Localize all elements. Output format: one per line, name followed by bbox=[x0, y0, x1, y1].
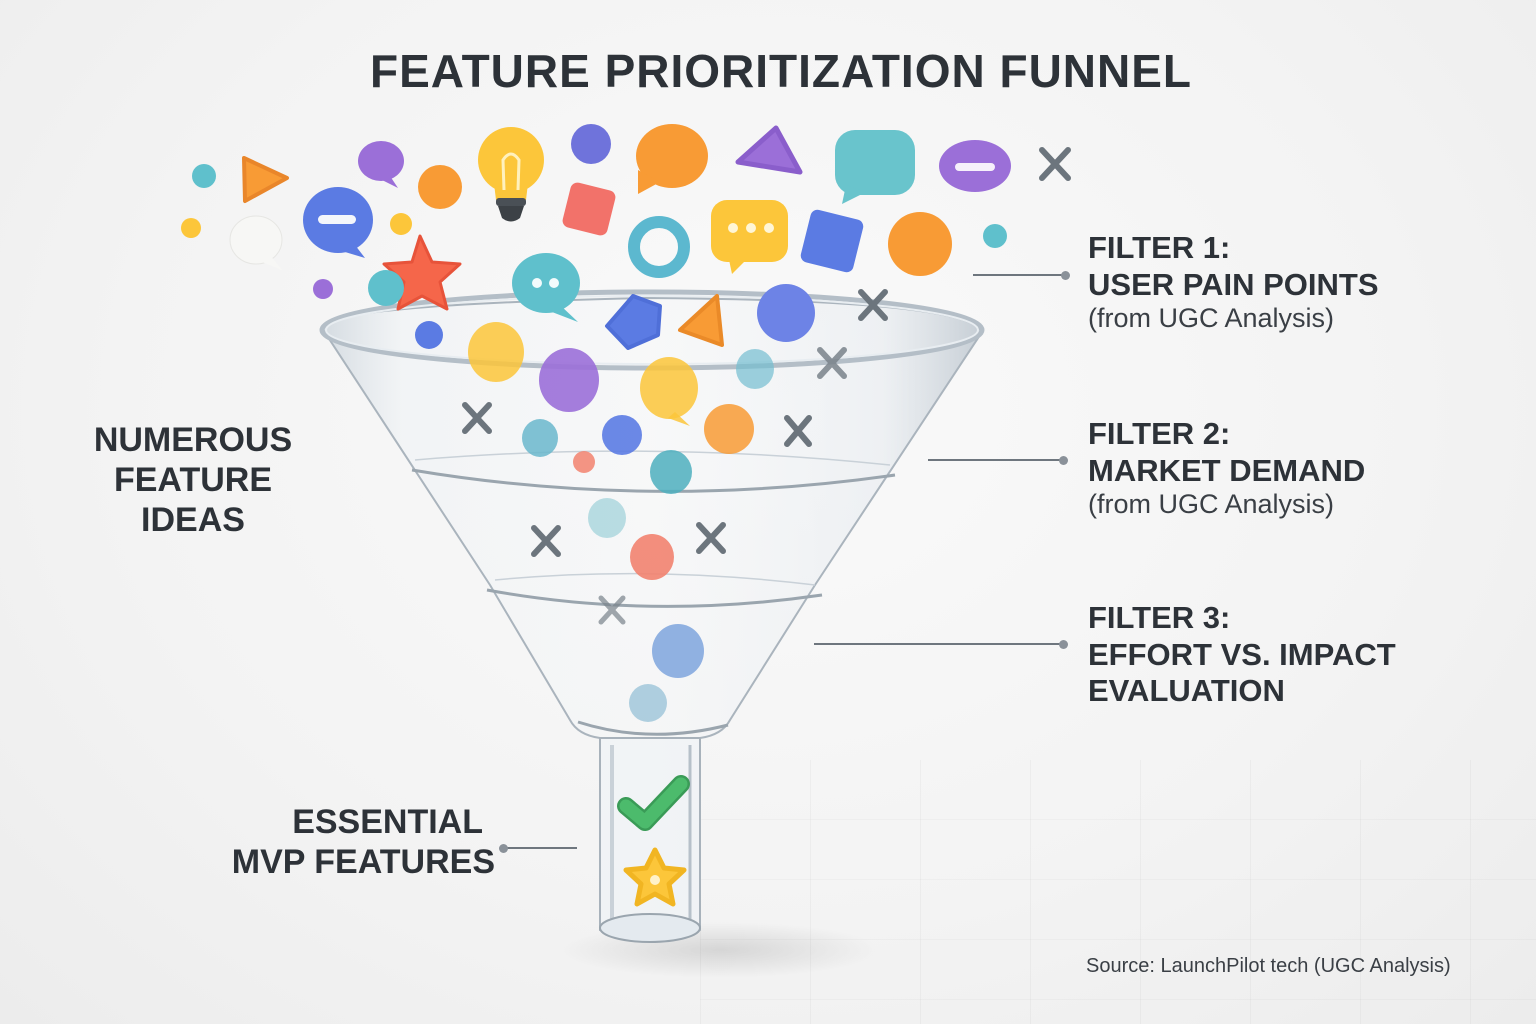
reject-x-icon bbox=[817, 347, 847, 379]
ring-icon bbox=[628, 216, 690, 278]
circle-icon bbox=[983, 224, 1007, 248]
checkmark-icon bbox=[617, 775, 690, 831]
circle-icon bbox=[522, 419, 558, 457]
circle-icon bbox=[468, 322, 524, 382]
circle-icon bbox=[390, 213, 412, 235]
filter-name: EFFORT VS. IMPACT bbox=[1088, 636, 1396, 672]
label-line: MVP FEATURES bbox=[231, 843, 495, 882]
connector-dot bbox=[1059, 639, 1068, 649]
speech-bubble-icon bbox=[636, 124, 708, 194]
connector-filter-3 bbox=[814, 639, 1068, 649]
reject-x-icon bbox=[696, 522, 726, 554]
filtered-shapes bbox=[415, 321, 847, 722]
filter-note: (from UGC Analysis) bbox=[1088, 489, 1335, 520]
circle-icon bbox=[313, 279, 333, 299]
reject-x-icon bbox=[598, 595, 626, 625]
circle-icon bbox=[736, 349, 774, 389]
label-line: ESSENTIAL bbox=[292, 803, 483, 841]
speech-bubble-icon bbox=[358, 141, 404, 188]
reject-x-icon bbox=[784, 415, 812, 447]
source-caption: Source: LaunchPilot tech (UGC Analysis) bbox=[1086, 955, 1451, 977]
label-numerous-feature-ideas: NUMEROUS FEATURE IDEAS bbox=[58, 420, 328, 540]
circle-icon bbox=[181, 218, 201, 238]
circle-icon bbox=[650, 450, 692, 494]
label-essential-mvp-features: ESSENTIAL MVP FEATURES bbox=[210, 802, 495, 882]
circle-icon bbox=[629, 684, 667, 722]
filter-3-label: FILTER 3: EFFORT VS. IMPACT EVALUATION bbox=[1088, 600, 1396, 710]
circle-icon bbox=[602, 415, 642, 455]
filter-heading: FILTER 1: bbox=[1088, 230, 1231, 265]
filter-heading: FILTER 3: bbox=[1088, 600, 1231, 635]
filter-name: EVALUATION bbox=[1088, 673, 1285, 709]
lightbulb-icon bbox=[478, 127, 544, 222]
speech-bubble-icon bbox=[939, 140, 1011, 192]
label-line: NUMEROUS bbox=[93, 421, 293, 459]
connector-dot bbox=[499, 843, 508, 853]
filter-1-label: FILTER 1: USER PAIN POINTS (from UGC Ana… bbox=[1088, 230, 1379, 335]
speech-bubble-icon bbox=[640, 357, 698, 426]
filter-name: MARKET DEMAND bbox=[1088, 452, 1366, 488]
square-icon bbox=[800, 209, 864, 273]
triangle-icon bbox=[678, 294, 724, 347]
triangle-icon bbox=[242, 156, 289, 203]
speech-bubble-icon bbox=[303, 187, 373, 258]
filter-note: (from UGC Analysis) bbox=[1088, 303, 1335, 334]
triangle-icon bbox=[735, 125, 803, 175]
circle-icon bbox=[571, 124, 611, 164]
reject-x-icon bbox=[462, 402, 492, 434]
circle-icon bbox=[630, 534, 674, 580]
reject-x-icon bbox=[858, 289, 888, 321]
reject-x-icon bbox=[531, 525, 561, 557]
connector-mvp bbox=[499, 843, 577, 853]
page-title: FEATURE PRIORITIZATION FUNNEL bbox=[369, 45, 1193, 97]
star-badge-icon bbox=[623, 847, 687, 907]
circle-icon bbox=[539, 348, 599, 412]
connector-dot bbox=[1059, 455, 1068, 465]
filter-heading: FILTER 2: bbox=[1088, 416, 1231, 451]
square-icon bbox=[562, 182, 616, 236]
circle-icon bbox=[418, 165, 462, 209]
circle-icon bbox=[192, 164, 216, 188]
speech-bubble-icon bbox=[512, 253, 580, 322]
speech-bubble-icon bbox=[835, 130, 915, 204]
connector-dot bbox=[1061, 270, 1070, 280]
filter-2-label: FILTER 2: MARKET DEMAND (from UGC Analys… bbox=[1088, 416, 1365, 521]
circle-icon bbox=[415, 321, 443, 349]
speech-bubble-icon bbox=[711, 200, 788, 274]
circle-icon bbox=[588, 498, 626, 538]
circle-icon bbox=[757, 284, 815, 342]
filter-name: USER PAIN POINTS bbox=[1088, 266, 1379, 302]
reject-x-icon bbox=[1039, 147, 1071, 181]
connector-filter-1 bbox=[973, 270, 1070, 280]
floor-grid bbox=[700, 760, 1536, 1024]
circle-icon bbox=[368, 270, 404, 306]
circle-icon bbox=[573, 451, 595, 473]
connector-filter-2 bbox=[928, 455, 1068, 465]
feature-idea-shapes bbox=[181, 124, 1071, 350]
pentagon-icon bbox=[605, 294, 662, 350]
speech-bubble-icon bbox=[229, 215, 283, 270]
circle-icon bbox=[888, 212, 952, 276]
label-line: FEATURE IDEAS bbox=[113, 461, 273, 540]
circle-icon bbox=[652, 624, 704, 678]
circle-icon bbox=[704, 404, 754, 454]
